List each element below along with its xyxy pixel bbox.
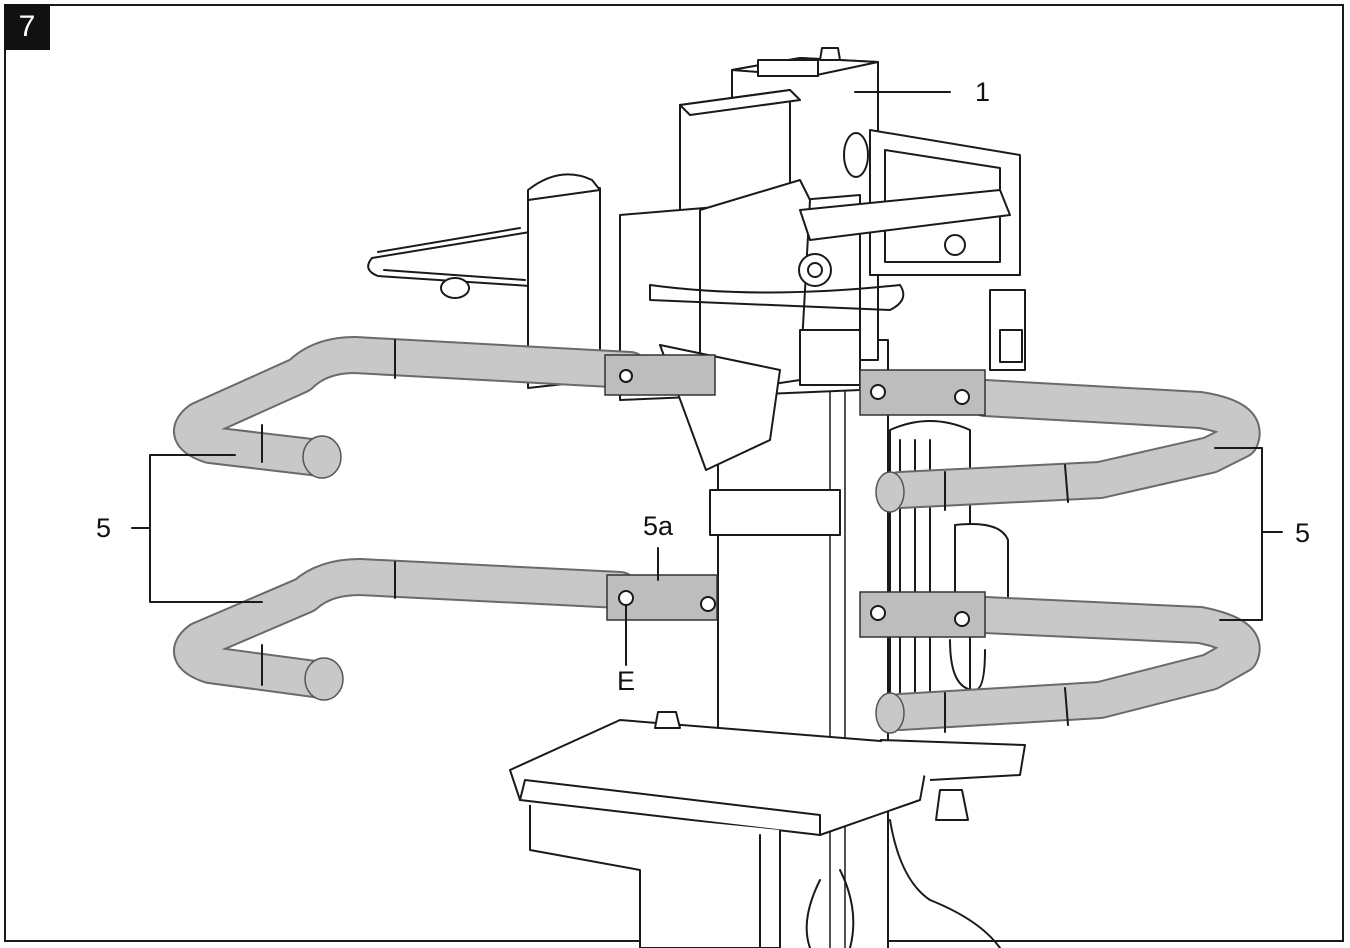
column-guide-block [709,489,841,536]
callout-lines [131,91,1283,666]
callout-bracket-left [131,454,263,603]
top-nut [819,47,841,61]
upper-left-bracket [604,354,716,396]
splitter-head [619,89,1011,471]
label-part-1: 1 [975,77,990,107]
base-nut [654,711,681,729]
label-screw-e: E [617,666,635,696]
lower-right-handle [859,591,1261,734]
label-bracket-5a: 5a [643,511,674,541]
figure-number-badge: 7 [4,4,50,50]
screw-e [618,590,634,606]
callout-bracket-right [1214,447,1283,621]
label-handle-right: 5 [1295,518,1310,548]
upper-left-handle [173,336,716,479]
label-handle-left: 5 [96,513,111,543]
left-log-tray [367,173,601,389]
base-table [509,711,1026,948]
lower-left-handle [173,558,718,701]
